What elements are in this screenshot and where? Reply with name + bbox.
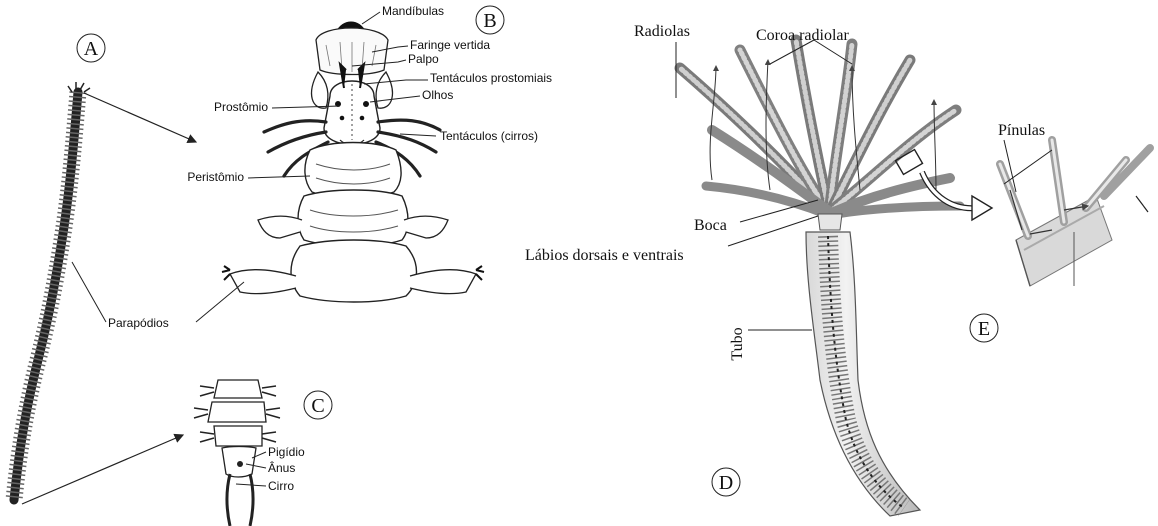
tube-drawing xyxy=(806,232,920,516)
posterior-segments-drawing xyxy=(208,380,266,446)
panel-a-letter: A xyxy=(84,38,99,60)
label-labios: Lábios dorsais e ventrais xyxy=(525,247,684,264)
mouth-lips-drawing xyxy=(818,214,842,230)
eye-right xyxy=(363,101,369,107)
panel-d-letter: D xyxy=(719,472,733,494)
label-anus: Ânus xyxy=(268,460,295,475)
label-tentaculos-prostomiais: Tentáculos prostomiais xyxy=(430,71,552,85)
panel-a-whole-worm: A xyxy=(14,34,105,500)
label-coroa-radiolar: Coroa radiolar xyxy=(756,27,850,44)
label-tentaculos-cirros: Tentáculos (cirros) xyxy=(440,129,538,143)
arrow-tail-to-panel-c xyxy=(22,435,183,504)
palp-drawing xyxy=(312,72,328,108)
label-tubo: Tubo xyxy=(729,327,746,360)
label-faringe-vertida: Faringe vertida xyxy=(410,38,490,52)
label-olhos: Olhos xyxy=(422,88,453,102)
panel-c-letter: C xyxy=(311,395,324,417)
label-boca: Boca xyxy=(694,217,727,234)
panel-d-fanworm: D Radiolas Coroa radiolar Boca Lábios do… xyxy=(525,23,960,516)
radioles-drawing xyxy=(680,40,960,214)
anus-drawing xyxy=(237,461,243,467)
label-prostomio: Prostômio xyxy=(214,100,268,114)
panel-c-posterior-end: C Pigídio Ânus Cirro xyxy=(194,380,332,526)
label-parapodios: Parapódios xyxy=(108,316,169,330)
label-mandibulas: Mandíbulas xyxy=(382,4,444,18)
panel-b-anterior-end: B Mandíbulas Faringe vertida Palpo Tentá… xyxy=(72,4,552,330)
cirri-drawing xyxy=(227,474,253,526)
label-peristomio: Peristômio xyxy=(187,170,244,184)
label-radiolas: Radiolas xyxy=(634,23,690,40)
label-pinulas: Pínulas xyxy=(998,122,1045,139)
panel-b-letter: B xyxy=(483,10,496,32)
segment-drawing xyxy=(298,190,408,246)
label-pigidio: Pigídio xyxy=(268,445,305,459)
panel-e-pinnules: E Pínulas xyxy=(970,122,1150,342)
arrow-head-to-panel-b xyxy=(84,93,196,142)
label-cirro: Cirro xyxy=(268,479,294,493)
panel-e-letter: E xyxy=(978,318,990,340)
label-palpo: Palpo xyxy=(408,52,439,66)
